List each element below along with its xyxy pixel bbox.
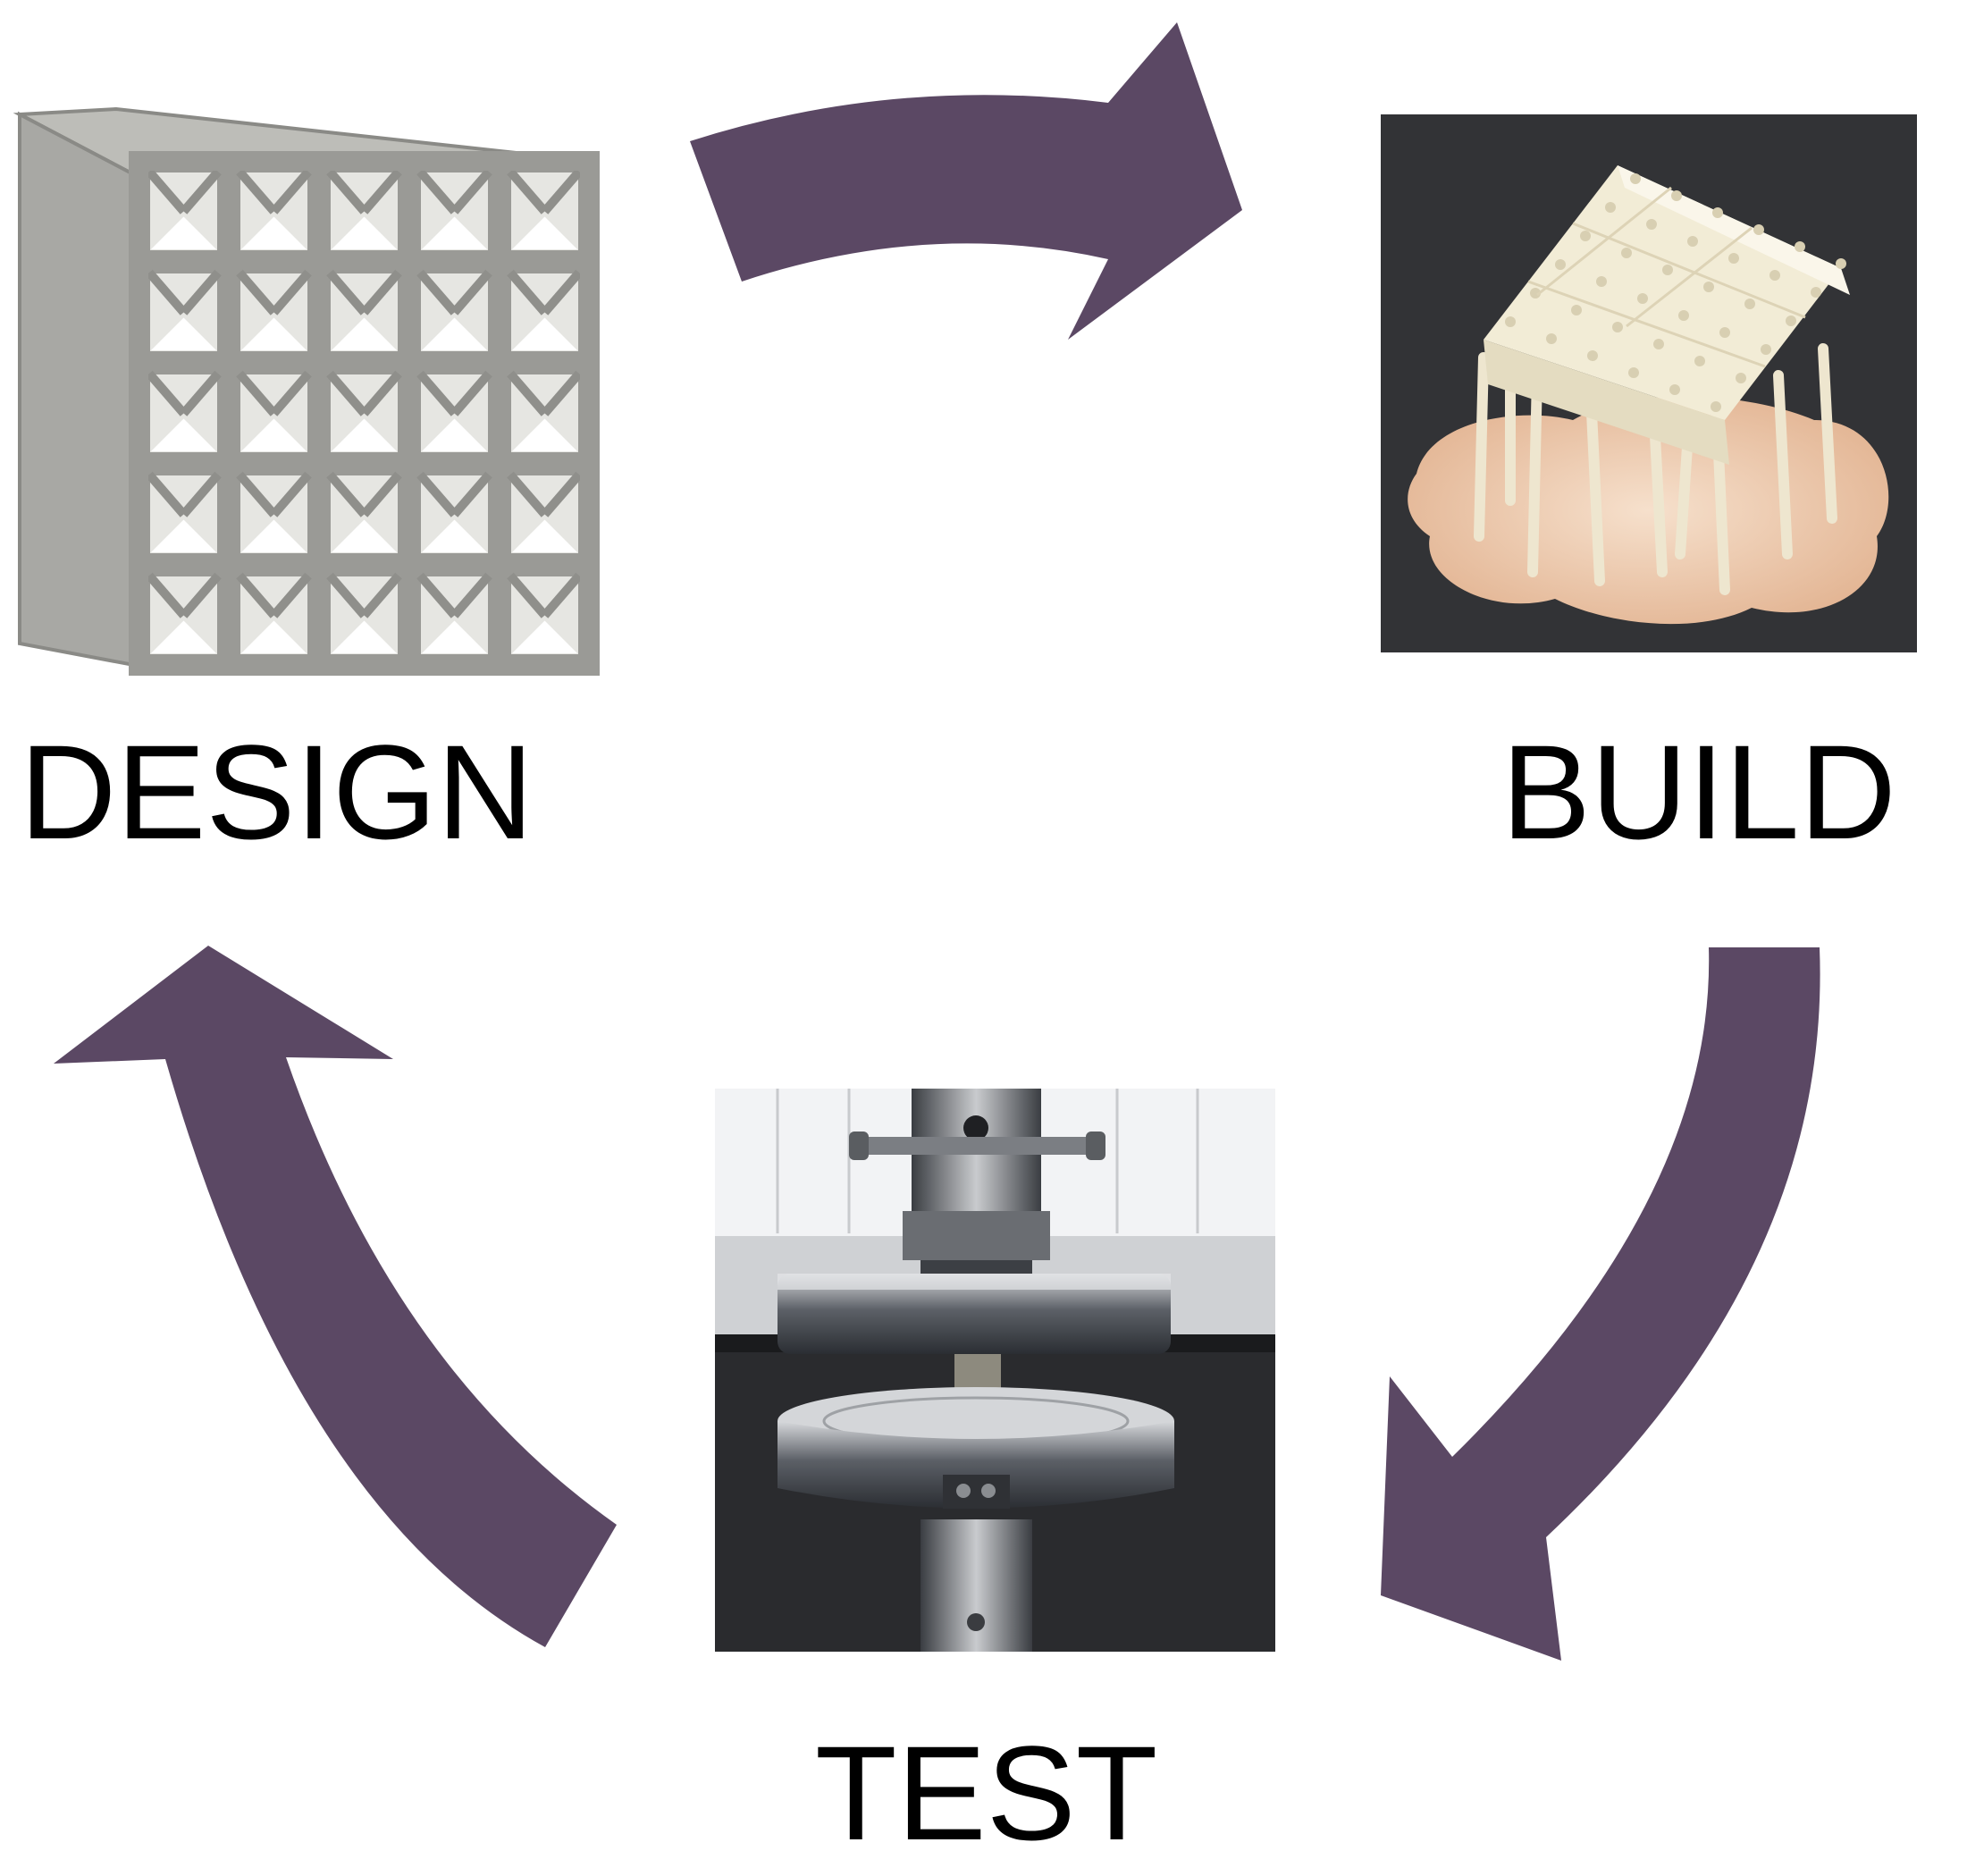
lattice-cell — [144, 166, 223, 257]
lattice-node — [1712, 207, 1723, 218]
lattice-cell — [324, 469, 404, 559]
lattice-node — [1769, 270, 1780, 281]
lattice-node — [1753, 224, 1764, 235]
lattice-node — [1653, 339, 1664, 349]
lattice-cell — [144, 469, 223, 559]
lattice-node — [1736, 373, 1746, 383]
lattice-cell — [505, 469, 584, 559]
lattice-node — [1669, 384, 1680, 395]
lattice-node — [1678, 310, 1689, 321]
lattice-node — [1587, 350, 1598, 361]
lattice-node — [1605, 202, 1616, 213]
lattice-node — [1836, 258, 1846, 269]
lattice-node — [1671, 190, 1682, 201]
stage-label-design: DESIGN — [20, 717, 534, 867]
lattice-node — [1505, 316, 1516, 327]
lattice-node — [1571, 305, 1582, 315]
lattice-node — [1786, 315, 1796, 326]
arrow-build-to-test — [1381, 947, 1820, 1661]
lattice-node — [1795, 241, 1805, 252]
stage-label-build: BUILD — [1501, 717, 1896, 867]
lattice-node — [1761, 344, 1771, 355]
lattice-cell — [415, 570, 494, 660]
lattice-node — [1628, 367, 1639, 378]
lattice-node — [1728, 253, 1739, 264]
lattice-node — [1637, 293, 1648, 304]
lattice-node — [1719, 327, 1730, 338]
lattice-node — [1621, 248, 1632, 258]
lattice-cell — [505, 166, 584, 257]
lattice-cell — [415, 267, 494, 358]
lattice-cell — [324, 570, 404, 660]
lattice-cell — [234, 368, 314, 458]
arrow-design-to-build — [690, 22, 1242, 340]
lattice-cell — [324, 166, 404, 257]
lattice-cell — [234, 166, 314, 257]
3d-printed-lattice-photo — [1381, 114, 1917, 652]
lattice-cell — [144, 368, 223, 458]
lattice-cell — [505, 570, 584, 660]
lattice-node — [1546, 333, 1557, 344]
stage-label-test: TEST — [815, 1718, 1157, 1868]
lattice-node — [1662, 265, 1673, 275]
compression-test-photo — [715, 1089, 1275, 1652]
lattice-cell — [415, 166, 494, 257]
lattice-node — [1811, 287, 1821, 298]
lattice-cell — [144, 570, 223, 660]
lattice-node — [1612, 322, 1623, 332]
lattice-node — [1596, 276, 1607, 287]
lattice-cell — [505, 267, 584, 358]
lattice-node — [1630, 173, 1641, 184]
lattice-cell — [324, 267, 404, 358]
lattice-node — [1646, 219, 1657, 230]
lattice-cell — [505, 368, 584, 458]
lattice-cell — [324, 368, 404, 458]
lattice-cell — [234, 267, 314, 358]
lattice-cell — [415, 469, 494, 559]
lattice-node — [1703, 282, 1714, 292]
lattice-node — [1711, 401, 1721, 412]
lattice-node — [1580, 231, 1591, 241]
lattice-cell — [144, 267, 223, 358]
lattice-cell — [234, 570, 314, 660]
lattice-cube-render — [20, 109, 590, 666]
lattice-cell — [234, 469, 314, 559]
lattice-node — [1687, 236, 1698, 247]
lattice-node — [1694, 356, 1705, 366]
lattice-node — [1555, 259, 1566, 270]
lattice-cell — [415, 368, 494, 458]
arrow-test-to-design — [54, 946, 617, 1647]
lattice-node — [1744, 299, 1755, 309]
